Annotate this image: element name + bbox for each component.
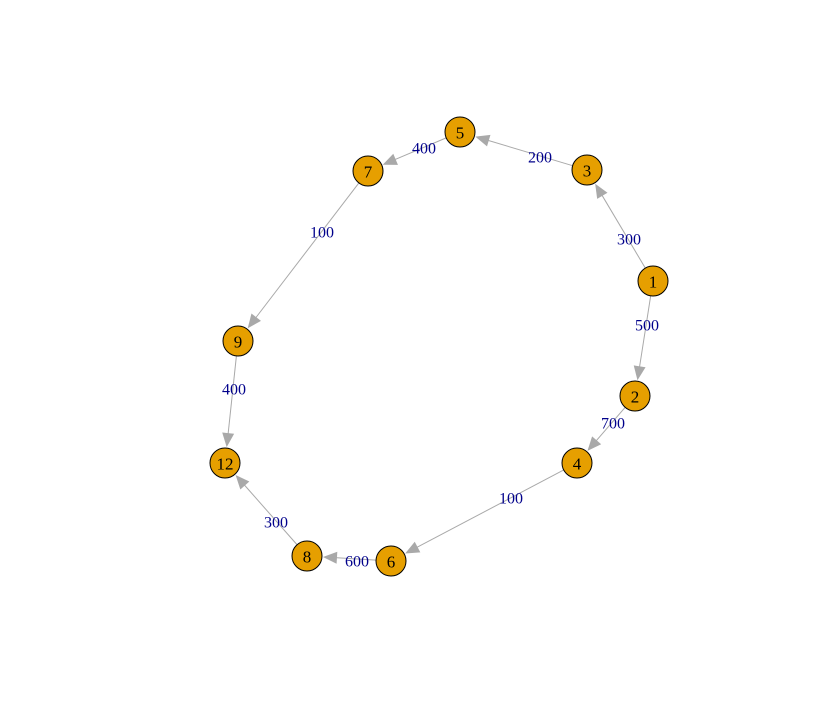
edge-3-5: 200 [475,134,573,167]
arrowhead-icon [235,475,250,490]
node-circle [222,325,254,357]
node-4: 4 [561,447,593,479]
arrowhead-icon [405,541,421,554]
node-3: 3 [571,154,603,186]
node-circle [352,155,384,187]
edge-label: 200 [528,150,552,167]
node-label: 12 [217,455,234,474]
edge-8-12: 300 [235,475,298,546]
node-6: 6 [375,545,407,577]
arrowhead-icon [222,432,235,448]
node-label: 5 [456,124,465,143]
edge-line [334,557,377,561]
edge-label: 400 [412,141,436,158]
edge-9-12: 400 [222,355,246,448]
edge-1-3: 300 [595,183,646,269]
arrowhead-icon [322,551,338,564]
edge-6-8: 600 [322,551,377,571]
node-label: 6 [387,553,396,572]
node-8: 8 [291,540,323,572]
arrowhead-icon [595,183,608,199]
edge-line [638,295,652,369]
edge-line [393,137,447,161]
arrowhead-icon [587,436,602,451]
node-9: 9 [222,325,254,357]
node-label: 2 [631,388,640,407]
edge-1-2: 500 [633,295,659,381]
edge-2-4: 700 [587,407,626,451]
node-2: 2 [619,380,651,412]
node-label: 1 [649,273,658,292]
arrowhead-icon [475,134,491,147]
edge-label: 700 [601,416,625,433]
node-7: 7 [352,155,384,187]
node-label: 9 [234,333,243,352]
edge-line [600,193,646,269]
edges-layer: 300 500 200 400 100 400 700 100 600 300 [222,134,659,571]
edge-7-9: 100 [247,182,360,329]
node-circle [561,447,593,479]
node-label: 4 [573,455,582,474]
edge-label: 300 [617,232,641,249]
node-circle [209,447,241,479]
edge-5-7: 400 [382,137,447,165]
arrowhead-icon [633,365,646,381]
edge-line [415,469,564,549]
edge-label: 300 [264,515,288,532]
arrowhead-icon [247,313,261,329]
node-circle [444,116,476,148]
node-label: 3 [583,162,592,181]
arrowhead-icon [382,153,398,165]
edge-4-6: 100 [405,469,564,554]
edge-line [486,139,573,167]
edge-label: 500 [635,318,659,335]
node-circle [571,154,603,186]
node-1: 1 [637,265,669,297]
node-circle [619,380,651,412]
edge-line [254,182,360,320]
edge-label: 100 [310,225,334,242]
edge-line [227,355,237,436]
node-circle [637,265,669,297]
edge-line [594,407,626,443]
node-label: 7 [364,163,373,182]
node-label: 8 [303,548,312,567]
edge-label: 600 [345,554,369,571]
node-circle [375,545,407,577]
edge-label: 400 [222,382,246,399]
edge-label: 100 [499,491,523,508]
edge-line [243,483,298,546]
node-circle [291,540,323,572]
node-12: 12 [209,447,241,479]
node-5: 5 [444,116,476,148]
